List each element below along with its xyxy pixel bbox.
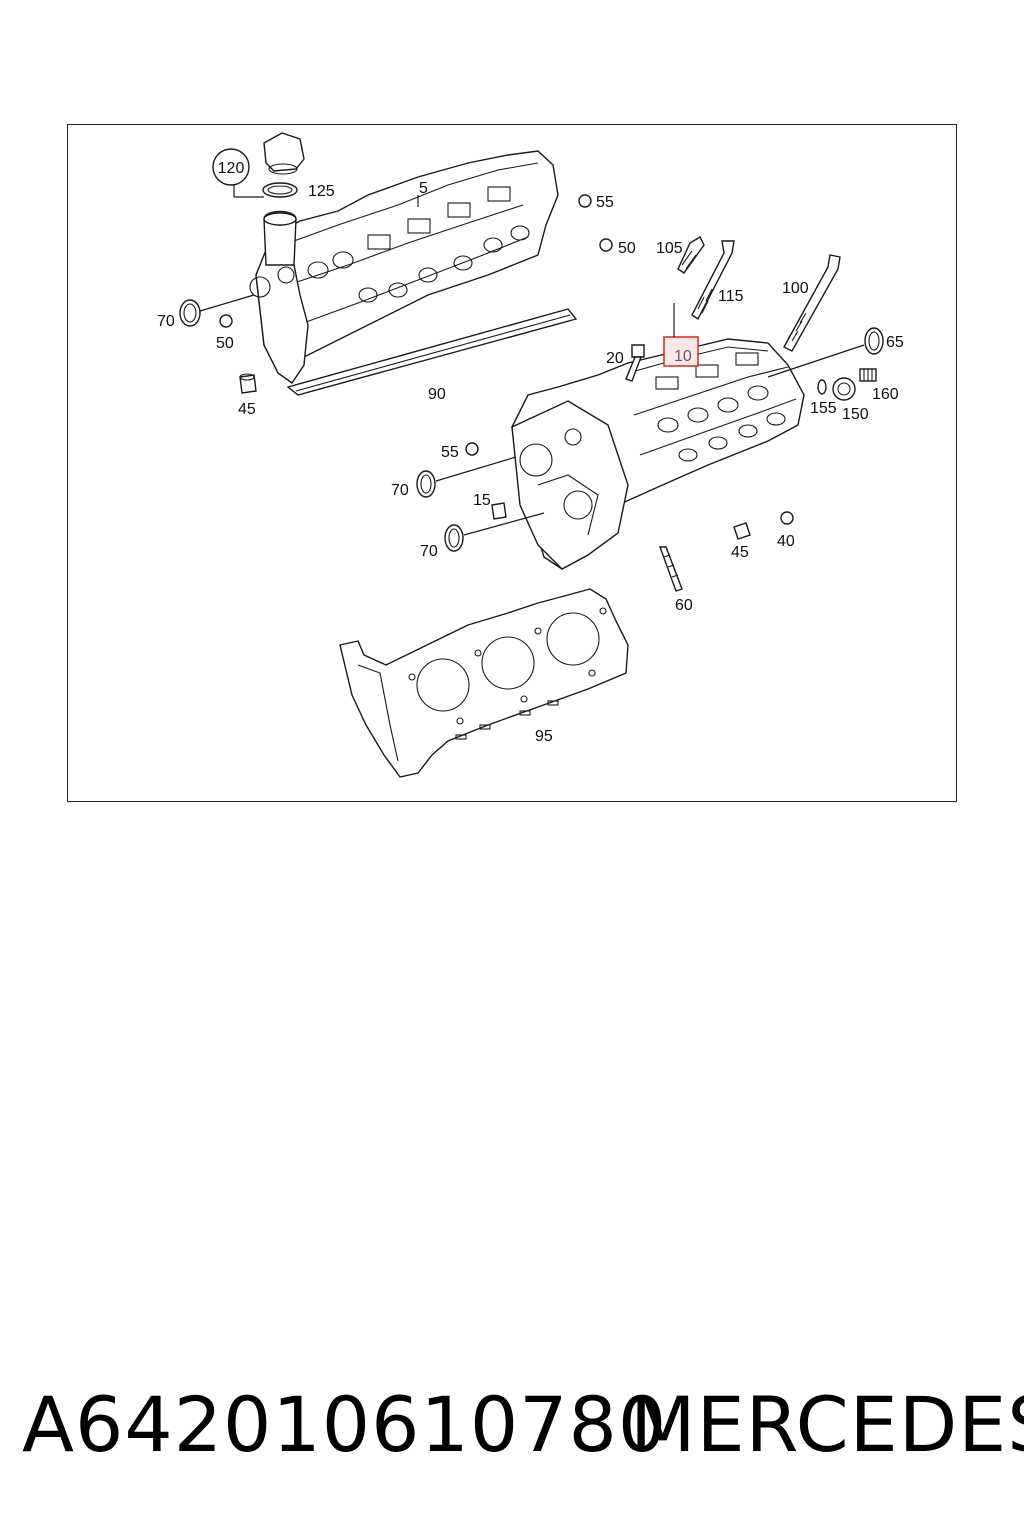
part-number: A642010610780 bbox=[22, 1380, 668, 1469]
brand-name: MERCEDES bbox=[630, 1380, 1024, 1469]
bolt-20 bbox=[625, 344, 645, 382]
highlight-box-10 bbox=[663, 336, 699, 367]
callout-100: 100 bbox=[782, 280, 809, 297]
seal-ring-125 bbox=[262, 182, 298, 198]
callout-70-a: 70 bbox=[157, 313, 175, 330]
callout-45-b: 45 bbox=[731, 544, 749, 561]
callout-45-a: 45 bbox=[238, 401, 256, 418]
seal-70-c bbox=[444, 524, 464, 552]
washer-155 bbox=[817, 379, 827, 395]
callout-90: 90 bbox=[428, 386, 446, 403]
callout-20: 20 bbox=[606, 350, 624, 367]
callout-70-c: 70 bbox=[420, 543, 438, 560]
plug-150 bbox=[832, 377, 856, 401]
callout-55-b: 55 bbox=[441, 444, 459, 461]
callout-60: 60 bbox=[675, 597, 693, 614]
stud-60 bbox=[659, 546, 683, 592]
callout-160: 160 bbox=[872, 386, 899, 403]
callout-40: 40 bbox=[777, 533, 795, 550]
seal-70-a bbox=[179, 299, 201, 327]
callout-125: 125 bbox=[308, 183, 335, 200]
exploded-parts-diagram: 120 125 5 55 50 105 115 100 70 50 20 10 … bbox=[157, 132, 904, 778]
callout-labels: 120 125 5 55 50 105 115 100 70 50 20 10 … bbox=[157, 148, 904, 745]
bolt-105 bbox=[677, 236, 705, 274]
callout-120: 120 bbox=[218, 160, 245, 177]
callout-150: 150 bbox=[842, 406, 869, 423]
callout-115: 115 bbox=[718, 288, 744, 305]
callout-circle-120 bbox=[212, 148, 250, 186]
plug-55-a bbox=[578, 194, 592, 208]
plug-50-a bbox=[219, 314, 233, 328]
leader-lines bbox=[233, 181, 675, 337]
callout-50-b: 50 bbox=[618, 240, 636, 257]
callout-5: 5 bbox=[419, 180, 428, 197]
plug-45-b bbox=[733, 522, 751, 540]
cylinder-head-main bbox=[511, 338, 805, 570]
plug-50-b bbox=[599, 238, 613, 252]
callout-105: 105 bbox=[656, 240, 683, 257]
callout-10: 10 bbox=[674, 348, 692, 365]
plug-40 bbox=[780, 511, 794, 525]
callout-15: 15 bbox=[473, 492, 491, 509]
sensor-160 bbox=[859, 368, 877, 382]
cylinder-head-left bbox=[249, 150, 559, 384]
callout-155: 155 bbox=[810, 400, 837, 417]
bolt-100 bbox=[783, 254, 841, 352]
callout-95: 95 bbox=[535, 728, 553, 745]
seal-65 bbox=[864, 327, 884, 355]
caption-bar: A642010610780 MERCEDES bbox=[22, 1380, 1024, 1470]
callout-65: 65 bbox=[886, 334, 904, 351]
callout-55-a: 55 bbox=[596, 194, 614, 211]
bolt-115 bbox=[691, 240, 735, 321]
cap-part-120 bbox=[263, 132, 305, 175]
head-gasket-95 bbox=[339, 588, 629, 778]
callout-50-a: 50 bbox=[216, 335, 234, 352]
seal-70-b bbox=[416, 470, 436, 498]
plug-15 bbox=[491, 502, 507, 520]
callout-70-b: 70 bbox=[391, 482, 409, 499]
parts-diagram-frame: 120 125 5 55 50 105 115 100 70 50 20 10 … bbox=[67, 124, 957, 802]
plug-55-b bbox=[465, 442, 479, 456]
